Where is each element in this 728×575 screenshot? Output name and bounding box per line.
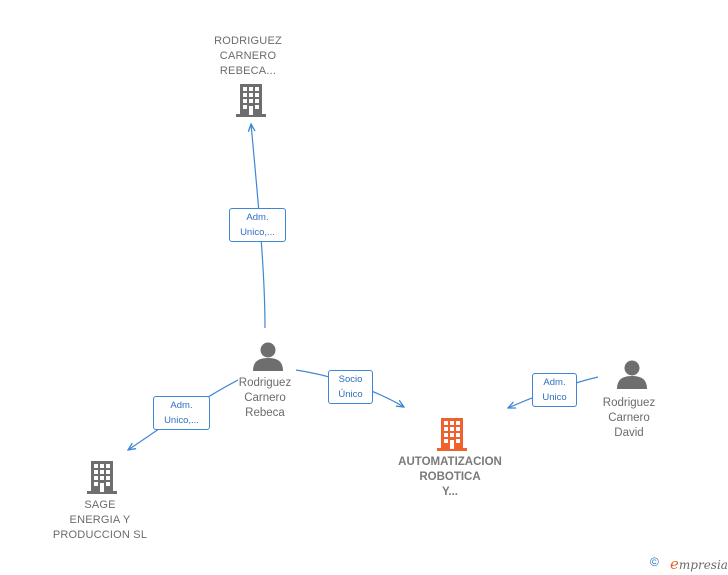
edge-label-rebeca-to-sage[interactable]: Adm. Unico,...: [153, 396, 210, 430]
node-label-rebeca-person[interactable]: Rodriguez Carnero Rebeca: [238, 377, 292, 419]
brand-name: mpresia: [678, 558, 728, 572]
person-icon[interactable]: [617, 360, 647, 390]
building-icon[interactable]: [236, 84, 266, 117]
person-icon[interactable]: [253, 342, 283, 372]
brand-initial: e: [670, 555, 679, 573]
edge-label-rebeca-to-company[interactable]: Adm. Unico,...: [229, 208, 286, 242]
building-icon[interactable]: [87, 461, 117, 494]
empresia-logo[interactable]: empresia: [670, 555, 728, 573]
edge-label-david-to-automatizacion[interactable]: Adm. Unico: [532, 373, 577, 407]
node-label-david[interactable]: Rodriguez Carnero David: [602, 397, 656, 439]
copyright-symbol: ©: [650, 555, 659, 569]
node-label-sage[interactable]: SAGE ENERGIA Y PRODUCCION SL: [52, 499, 148, 541]
node-label-automatizacion[interactable]: AUTOMATIZACION ROBOTICA Y...: [398, 456, 502, 498]
edge-label-rebeca-to-automatizacion[interactable]: Socio Único: [328, 370, 373, 404]
node-label-rebeca-company[interactable]: RODRIGUEZ CARNERO REBECA...: [214, 35, 282, 77]
building-icon-focus[interactable]: [437, 418, 467, 451]
